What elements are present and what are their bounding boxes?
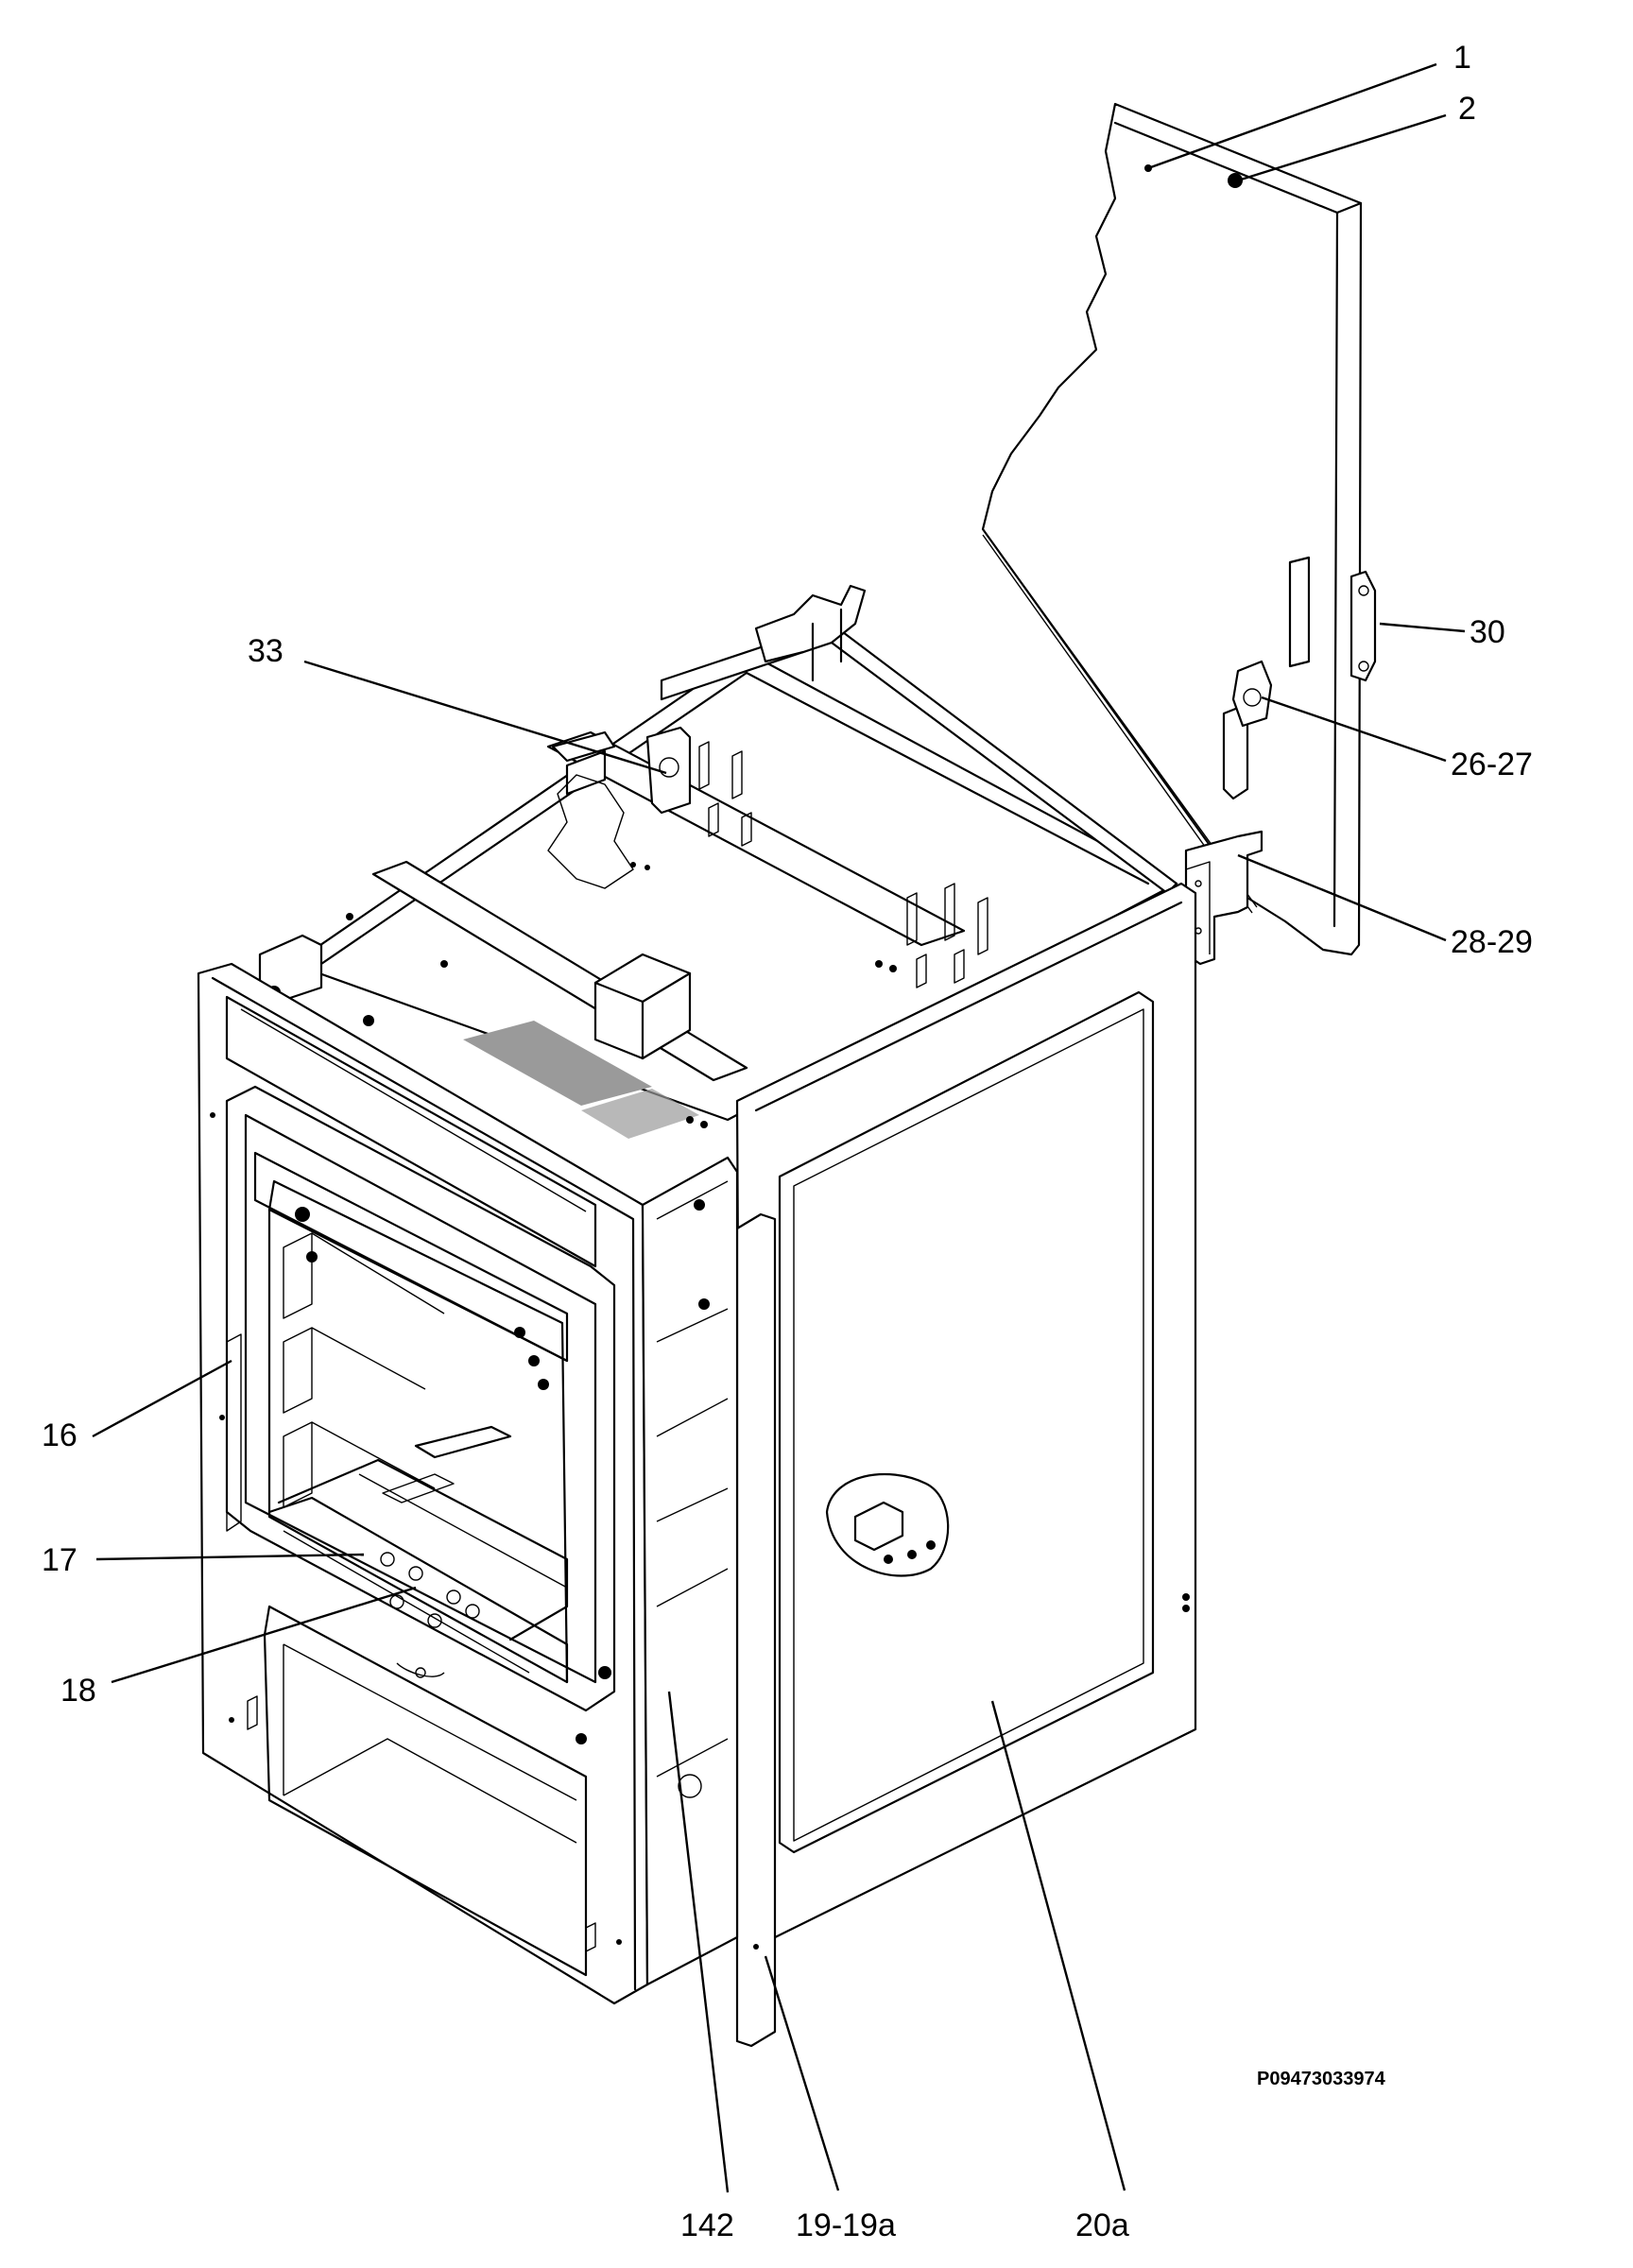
hinge-part-26-27 [1222,660,1273,800]
leader-lines [92,62,1466,2193]
callout-labels: 1 2 30 26-27 28-29 33 16 17 18 142 19-19… [42,40,1533,2243]
callout-19-19a: 19-19a [796,2208,896,2243]
panel-screw-icon [1228,173,1243,188]
callout-30: 30 [1470,614,1505,650]
bracket-part-28-29 [1184,830,1263,966]
callout-1: 1 [1453,40,1471,76]
panel-hinge [1288,556,1377,682]
callout-28-29: 28-29 [1451,924,1533,960]
front-frame [197,962,739,2005]
cabinet-body [258,584,1178,1139]
callout-16: 16 [42,1418,77,1453]
callout-20a: 20a [1075,2208,1129,2243]
callout-2: 2 [1458,91,1476,127]
drawing-code: P09473033974 [1257,2069,1386,2089]
callout-17: 17 [42,1542,77,1578]
callout-142: 142 [680,2208,734,2243]
callout-26-27: 26-27 [1451,747,1533,782]
front-strip-19-19a [735,1212,777,2048]
callout-33: 33 [248,633,284,669]
side-panel-20a [735,882,1197,1949]
callout-18: 18 [60,1673,96,1709]
